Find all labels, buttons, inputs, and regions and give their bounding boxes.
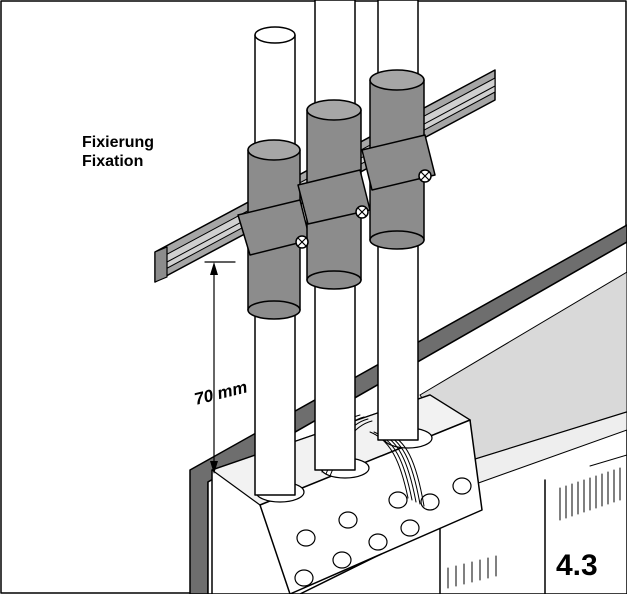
screw-icon xyxy=(418,169,432,183)
conduit-pipe-3 xyxy=(361,0,436,441)
figure-number: 4.3 xyxy=(556,549,598,582)
dimension-label: 70 mm xyxy=(192,377,249,408)
knockout-row-upper xyxy=(296,477,472,547)
screw-icon xyxy=(355,205,369,219)
conduit-pipe-2 xyxy=(297,0,371,471)
knockout-row-lower xyxy=(294,519,420,587)
figure-number-box xyxy=(548,540,620,586)
screw-icon xyxy=(295,235,309,249)
label-fixing-de: Fixierung xyxy=(82,134,154,151)
label-fixing-en: Fixation xyxy=(82,153,143,170)
conduit-pipe-1 xyxy=(237,26,311,496)
dimension-line xyxy=(204,261,236,474)
